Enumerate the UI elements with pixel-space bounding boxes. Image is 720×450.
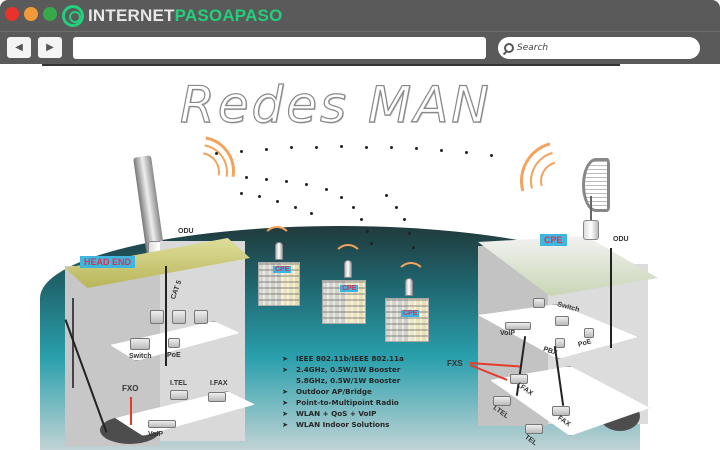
cpe-tag: CPE [273,266,292,273]
poe-device-icon [168,338,180,348]
cpe-tag: CPE [401,310,420,317]
radio-waves-icon [262,226,292,256]
cpe-antenna-icon [275,242,283,260]
left-ifax-label: I.FAX [210,380,228,387]
fax-icon [208,392,226,402]
bullet-arrow-icon: ➤ [282,387,289,396]
feature-item: ➤WLAN + QoS + VoIP [282,409,377,418]
odu-unit-icon [583,220,599,240]
computer-icon [194,310,208,324]
arrow-right-icon: ▶ [46,42,54,53]
close-window-button[interactable] [5,7,19,21]
phone-icon [493,396,511,406]
left-voip-label: VoIP [148,431,164,438]
bullet-arrow-icon: ➤ [282,398,289,407]
right-voip-label: VoIP [500,330,516,337]
fax-icon [552,406,570,416]
back-button[interactable]: ◀ [7,37,31,58]
cpe-antenna-icon [344,260,352,278]
radio-waves-icon [396,262,426,292]
right-cpe-tag: CPE [540,234,567,246]
left-itel-label: I.TEL [170,380,188,387]
at-sign-logo-icon [62,5,84,27]
bullet-arrow-icon: ➤ [282,409,289,418]
switch-device-icon [130,338,150,350]
computer-icon [172,310,186,324]
ethernet-cable [610,248,612,348]
bullet-arrow-icon: ➤ [282,420,289,429]
browser-toolbar: ◀ ▶ Search [0,31,720,64]
cpe-building [385,298,429,342]
diagram-title: Redes MAN [179,75,492,134]
voip-gateway-icon [505,322,531,330]
left-odu-label: ODU [178,228,194,235]
logo-text: INTERNETPASOAPASO [88,6,283,25]
computer-icon [533,298,545,308]
phone-icon [170,390,188,400]
site-logo[interactable]: INTERNETPASOAPASO [62,3,283,29]
bullet-arrow-icon: ➤ [282,354,289,363]
fxo-arrow [130,397,132,425]
search-placeholder: Search [517,43,549,53]
poe-device-icon [584,328,594,338]
bullet-arrow-icon: ➤ [282,365,289,374]
right-odu-label: ODU [613,236,629,243]
forward-button[interactable]: ▶ [38,37,62,58]
switch-device-icon [555,316,569,326]
feature-item: ➤WLAN Indoor Solutions [282,420,390,429]
left-poe-label: PoE [167,352,181,359]
title-bar: INTERNETPASOAPASO [0,0,720,31]
antenna-mast [590,196,592,236]
cat5-cable [165,266,167,366]
voip-gateway-icon [148,420,176,428]
feature-item: ➤Point-to-Multipoint Radio [282,398,399,407]
search-icon [504,43,514,53]
maximize-window-button[interactable] [43,7,57,21]
phone-icon [525,424,543,434]
arrow-left-icon: ◀ [15,42,23,53]
fax-icon [510,374,528,384]
feature-item: ➤Outdoor AP/Bridge [282,387,372,396]
search-input[interactable]: Search [498,37,700,59]
feature-item: ➤2.4GHz, 0.5W/1W Booster [282,365,401,374]
address-bar[interactable] [73,37,486,59]
radio-waves-icon [333,244,363,274]
features-list: ➤IEEE 802.11b/IEEE 802.11a ➤2.4GHz, 0.5W… [282,353,404,430]
grid-dish-antenna-icon [582,158,610,212]
cpe-tag: CPE [340,285,359,292]
computer-icon [150,310,164,324]
left-switch-label: Switch [129,353,152,360]
feature-item: 5.8GHz, 0.5W/1W Booster [296,376,401,385]
cpe-building [322,280,366,324]
redes-man-diagram: Redes MAN ODU HEAD END CAT 5 [0,66,720,450]
cpe-antenna-icon [405,278,413,296]
minimize-window-button[interactable] [24,7,38,21]
pbx-device-icon [555,338,565,348]
fxs-label: FXS [447,359,463,368]
feature-item: ➤IEEE 802.11b/IEEE 802.11a [282,354,404,363]
head-end-tag: HEAD END [80,256,136,268]
toolbar-divider [42,64,620,66]
fxo-label: FXO [122,384,139,393]
